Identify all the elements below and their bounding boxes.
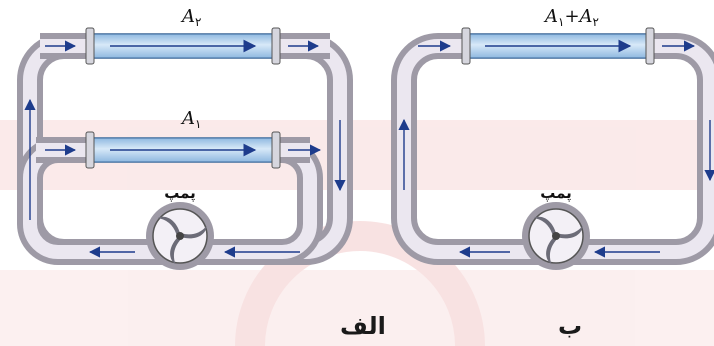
left-middle-tube xyxy=(85,131,281,169)
left-middle-tube-label: A۱ xyxy=(180,108,201,131)
right-pump-label: پمپ xyxy=(540,184,572,203)
right-top-tube xyxy=(461,27,655,65)
left-top-tube-label: A۲ xyxy=(180,6,201,29)
right-circulation-system xyxy=(391,27,714,270)
left-pump xyxy=(146,202,214,270)
right-flow-arrows xyxy=(398,40,714,258)
left-pump-label: پمپ xyxy=(164,184,196,203)
caption-be: ب xyxy=(558,312,583,340)
left-circulation-system xyxy=(17,27,353,270)
right-pump-impeller-icon xyxy=(534,216,583,265)
left-pump-impeller-icon xyxy=(158,216,207,265)
watermark xyxy=(0,120,714,346)
caption-alef: الف xyxy=(340,312,386,340)
right-tube-label: A۱+A۲ xyxy=(543,6,599,29)
left-top-tube xyxy=(85,27,281,65)
left-flow-arrows xyxy=(24,40,346,258)
right-pump xyxy=(522,202,590,270)
